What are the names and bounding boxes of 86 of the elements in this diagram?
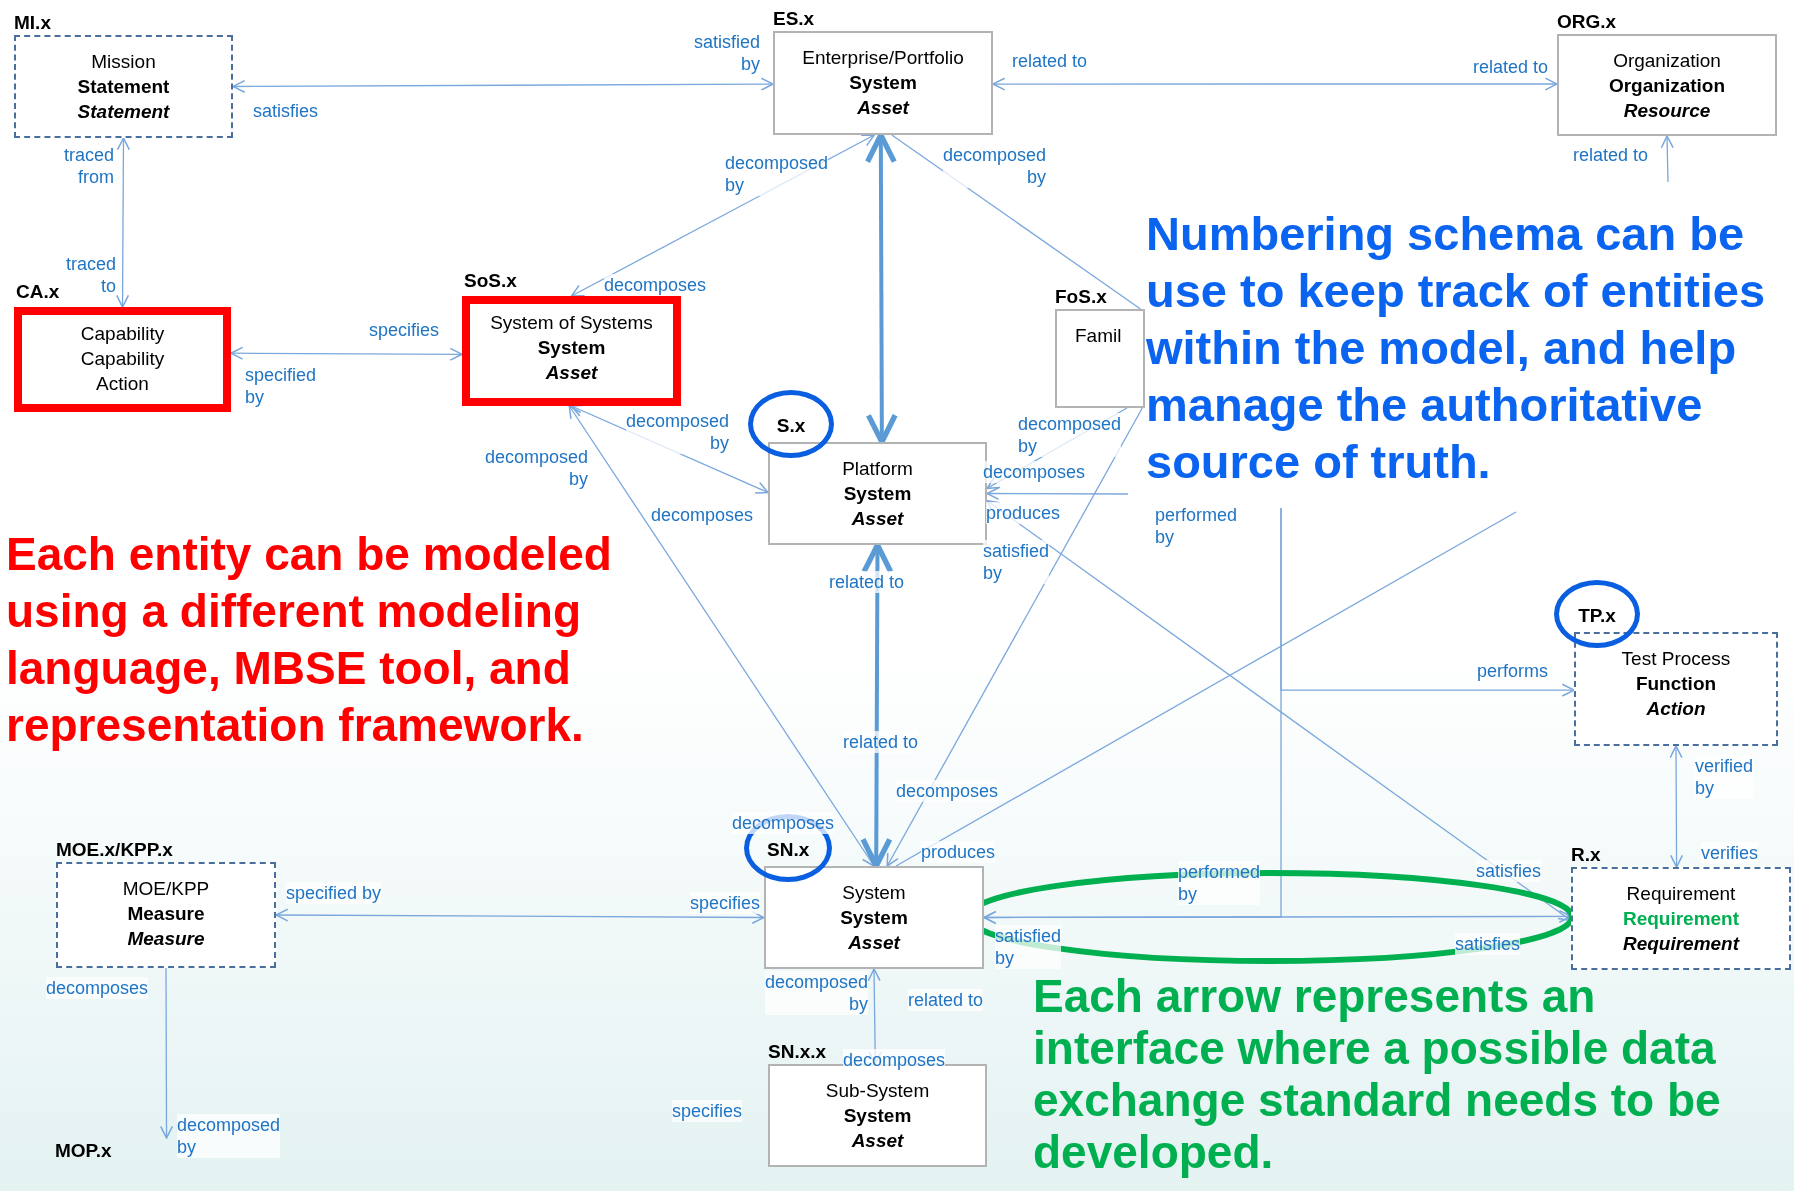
entity-id: CA.x — [16, 281, 60, 303]
relation-label: decomposed by — [177, 1114, 281, 1158]
entity-text: Action — [1646, 697, 1706, 721]
entity-id: ORG.x — [1557, 11, 1617, 33]
entity-text: Asset — [851, 507, 904, 531]
callout-text: Each entity can be modeled using a different modeling language, MBSE tool, and representation framework. — [6, 527, 613, 753]
connector — [895, 511, 1517, 867]
relation-label: specifies — [689, 892, 760, 914]
connector — [116, 137, 130, 308]
entity-text: System — [843, 482, 912, 506]
edge-label: specified by — [286, 882, 382, 904]
entity-text: Famil — [1075, 324, 1122, 348]
entity-id: MOP.x — [55, 1138, 112, 1164]
entity-text: Organization — [1608, 74, 1726, 98]
entity-text: Requirement — [1626, 882, 1736, 906]
edge-label: satisfied by — [995, 925, 1062, 969]
relation-label: satisfies — [1476, 860, 1542, 882]
connector — [891, 134, 1142, 310]
entity-text: System — [842, 881, 906, 905]
relation-label: decomposes — [732, 812, 835, 834]
entity-text: Platform — [842, 457, 913, 481]
entity-id: FoS.x — [1055, 286, 1107, 308]
relation-label: decomposes — [843, 1049, 946, 1071]
connector — [568, 405, 875, 867]
entity-text: Function — [1635, 672, 1717, 696]
entity-text: Asset — [857, 96, 909, 120]
edge-label: decomposes — [46, 977, 149, 999]
entity-id: SoS.x — [464, 270, 517, 292]
relation-label: related to — [908, 989, 984, 1011]
connector — [886, 407, 1143, 867]
relation-label: specifies — [672, 1100, 743, 1122]
edge-label: decomposed by — [1018, 413, 1122, 457]
entity-text: Capability — [80, 347, 165, 371]
relation-label: decomposes — [983, 461, 1086, 483]
entity-id: ES.x — [773, 8, 815, 30]
circled-entity-id: S.x — [748, 390, 834, 458]
relation-label: verifies — [1701, 842, 1758, 864]
connector — [986, 486, 1129, 501]
entity-text: Requirement — [1622, 932, 1740, 956]
entity-text: Measure — [127, 902, 205, 926]
relation-label: performed by — [1178, 861, 1261, 905]
entity-text: Statement — [77, 75, 170, 99]
entity-text: Action — [96, 372, 149, 396]
entity-text: Mission — [91, 50, 156, 74]
entity-text: Statement — [77, 100, 170, 124]
connector — [983, 909, 1572, 925]
circled-entity-id: TP.x — [1554, 580, 1640, 648]
connector — [232, 77, 774, 94]
connector — [275, 908, 765, 925]
connector — [159, 967, 174, 1139]
entity-text: Enterprise/Portfolio — [802, 46, 964, 70]
edge-label: decomposed by — [764, 971, 868, 1015]
connector — [1660, 135, 1674, 183]
entity-text: Capability — [80, 322, 165, 346]
entity-id: MI.x — [14, 12, 51, 34]
edge-label: produces — [921, 841, 996, 863]
entity-text: Resource — [1623, 99, 1711, 123]
edge-label: satisfied by — [983, 540, 1050, 584]
entity-text: MOE/KPP — [122, 877, 210, 901]
entity-text: Asset — [545, 361, 598, 385]
edge-label: produces — [986, 502, 1061, 524]
edge-label: related to — [829, 571, 905, 593]
edge-label: decomposes — [896, 780, 999, 802]
entity-text: Asset — [848, 931, 900, 955]
relation-label: decomposes — [604, 274, 707, 296]
entity-id: SN.x.x — [768, 1041, 827, 1063]
connector — [992, 77, 1558, 91]
connector — [230, 346, 463, 361]
relation-label: related to — [843, 731, 919, 753]
entity-text: System of Systems — [490, 311, 653, 335]
entity-text: Test Process — [1621, 647, 1731, 671]
entity-text: Measure — [127, 927, 205, 951]
relation-label: satisfies — [1455, 933, 1521, 955]
entity-text: Sub-System — [825, 1079, 930, 1103]
entity-text: System — [537, 336, 606, 360]
entity-text: Organization — [1613, 49, 1721, 73]
entity-text: Asset — [851, 1129, 904, 1153]
entity-text: System — [840, 906, 908, 930]
entity-text: System — [843, 1104, 912, 1128]
edge-label: verified by — [1695, 755, 1754, 799]
connector — [1669, 745, 1684, 868]
entity-id: R.x — [1571, 844, 1601, 866]
entity-id: MOE.x/KPP.x — [56, 839, 173, 861]
callout-text: Each arrow represents an interface where a possible data exchange standard needs to be developed. — [1033, 970, 1722, 1178]
entity-text: Requirement — [1622, 907, 1740, 931]
entity-text: System — [849, 71, 917, 95]
